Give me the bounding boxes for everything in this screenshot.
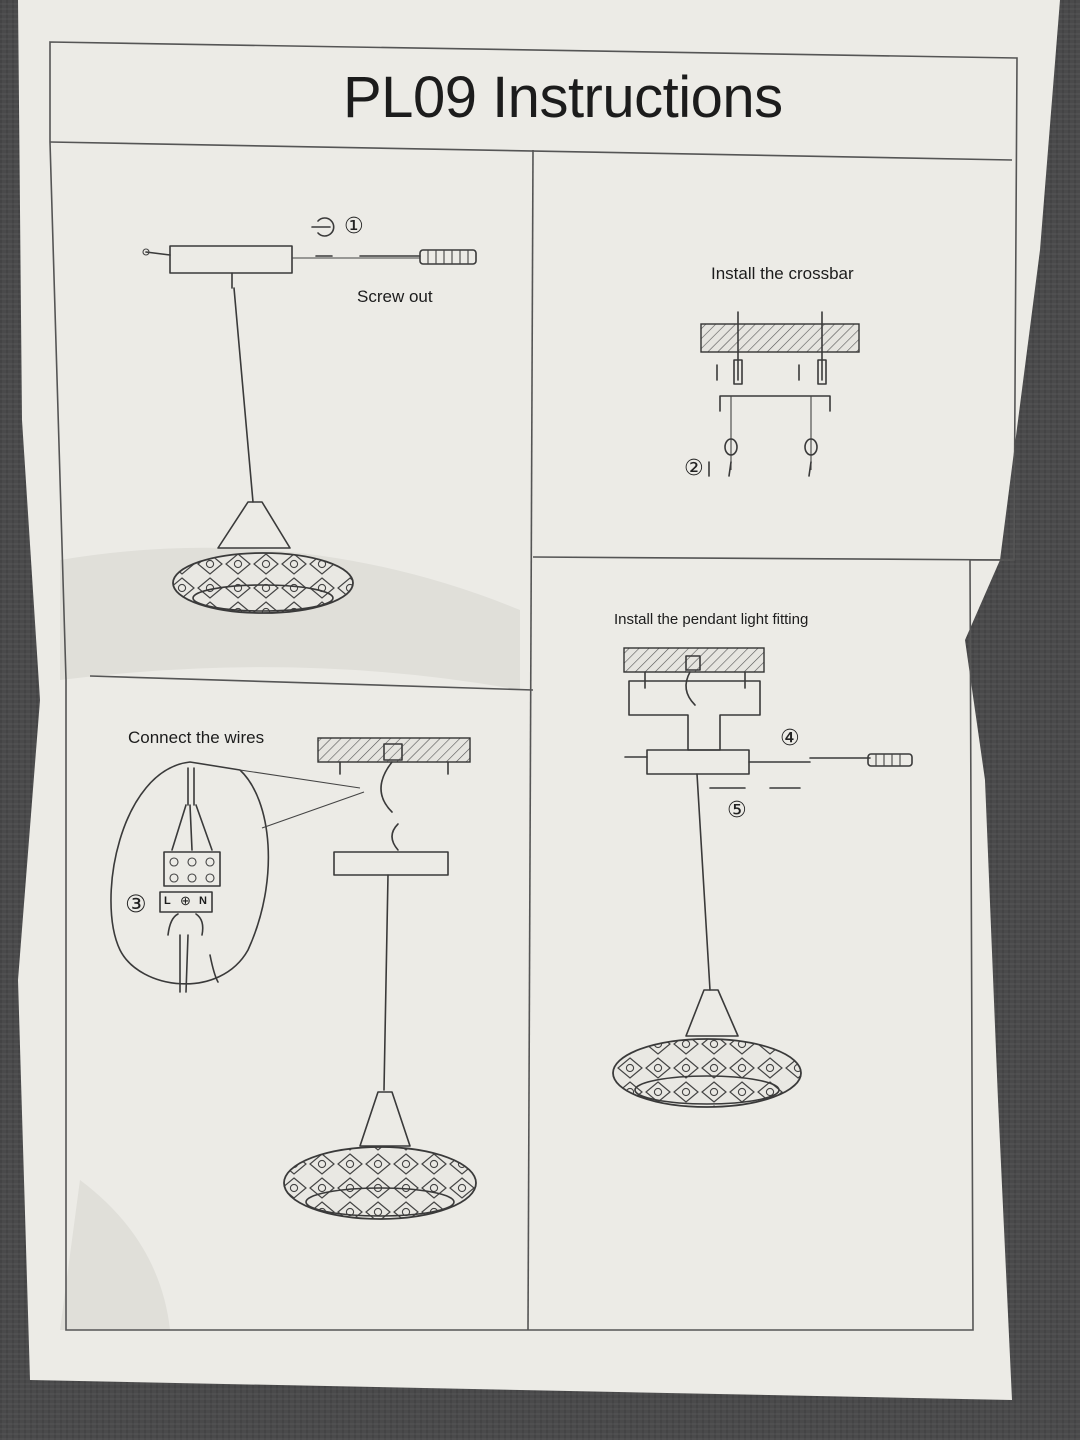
grid-frame bbox=[49, 41, 1018, 1331]
caption-install-crossbar: Install the crossbar bbox=[711, 264, 854, 283]
terminal-label-live: L bbox=[164, 895, 171, 907]
rotate-icon bbox=[311, 217, 335, 237]
terminal-label-earth: ⊕ bbox=[180, 893, 191, 908]
terminal-label-neutral: N bbox=[199, 895, 207, 907]
diagram-crossbar bbox=[700, 311, 860, 477]
step-marker-1: ① bbox=[344, 214, 364, 239]
step-marker-4: ④ bbox=[780, 726, 800, 751]
lamp-shade bbox=[283, 1146, 477, 1220]
caption-screw-out: Screw out bbox=[357, 287, 433, 306]
caption-connect-wires: Connect the wires bbox=[128, 728, 265, 747]
lamp-shade bbox=[612, 1038, 802, 1108]
step-marker-5: ⑤ bbox=[727, 798, 747, 823]
step-marker-3: ③ bbox=[125, 890, 147, 918]
step-marker-2: ② bbox=[684, 456, 704, 481]
diagram-pendant-fitting bbox=[612, 647, 913, 1108]
diagram-wiring bbox=[110, 737, 477, 1220]
paper bbox=[18, 0, 1060, 1400]
diagram-screw-out bbox=[142, 217, 477, 614]
lamp-shade bbox=[172, 552, 354, 614]
page-title: PL09 Instructions bbox=[343, 65, 783, 130]
caption-install-pendant: Install the pendant light fitting bbox=[614, 611, 809, 628]
